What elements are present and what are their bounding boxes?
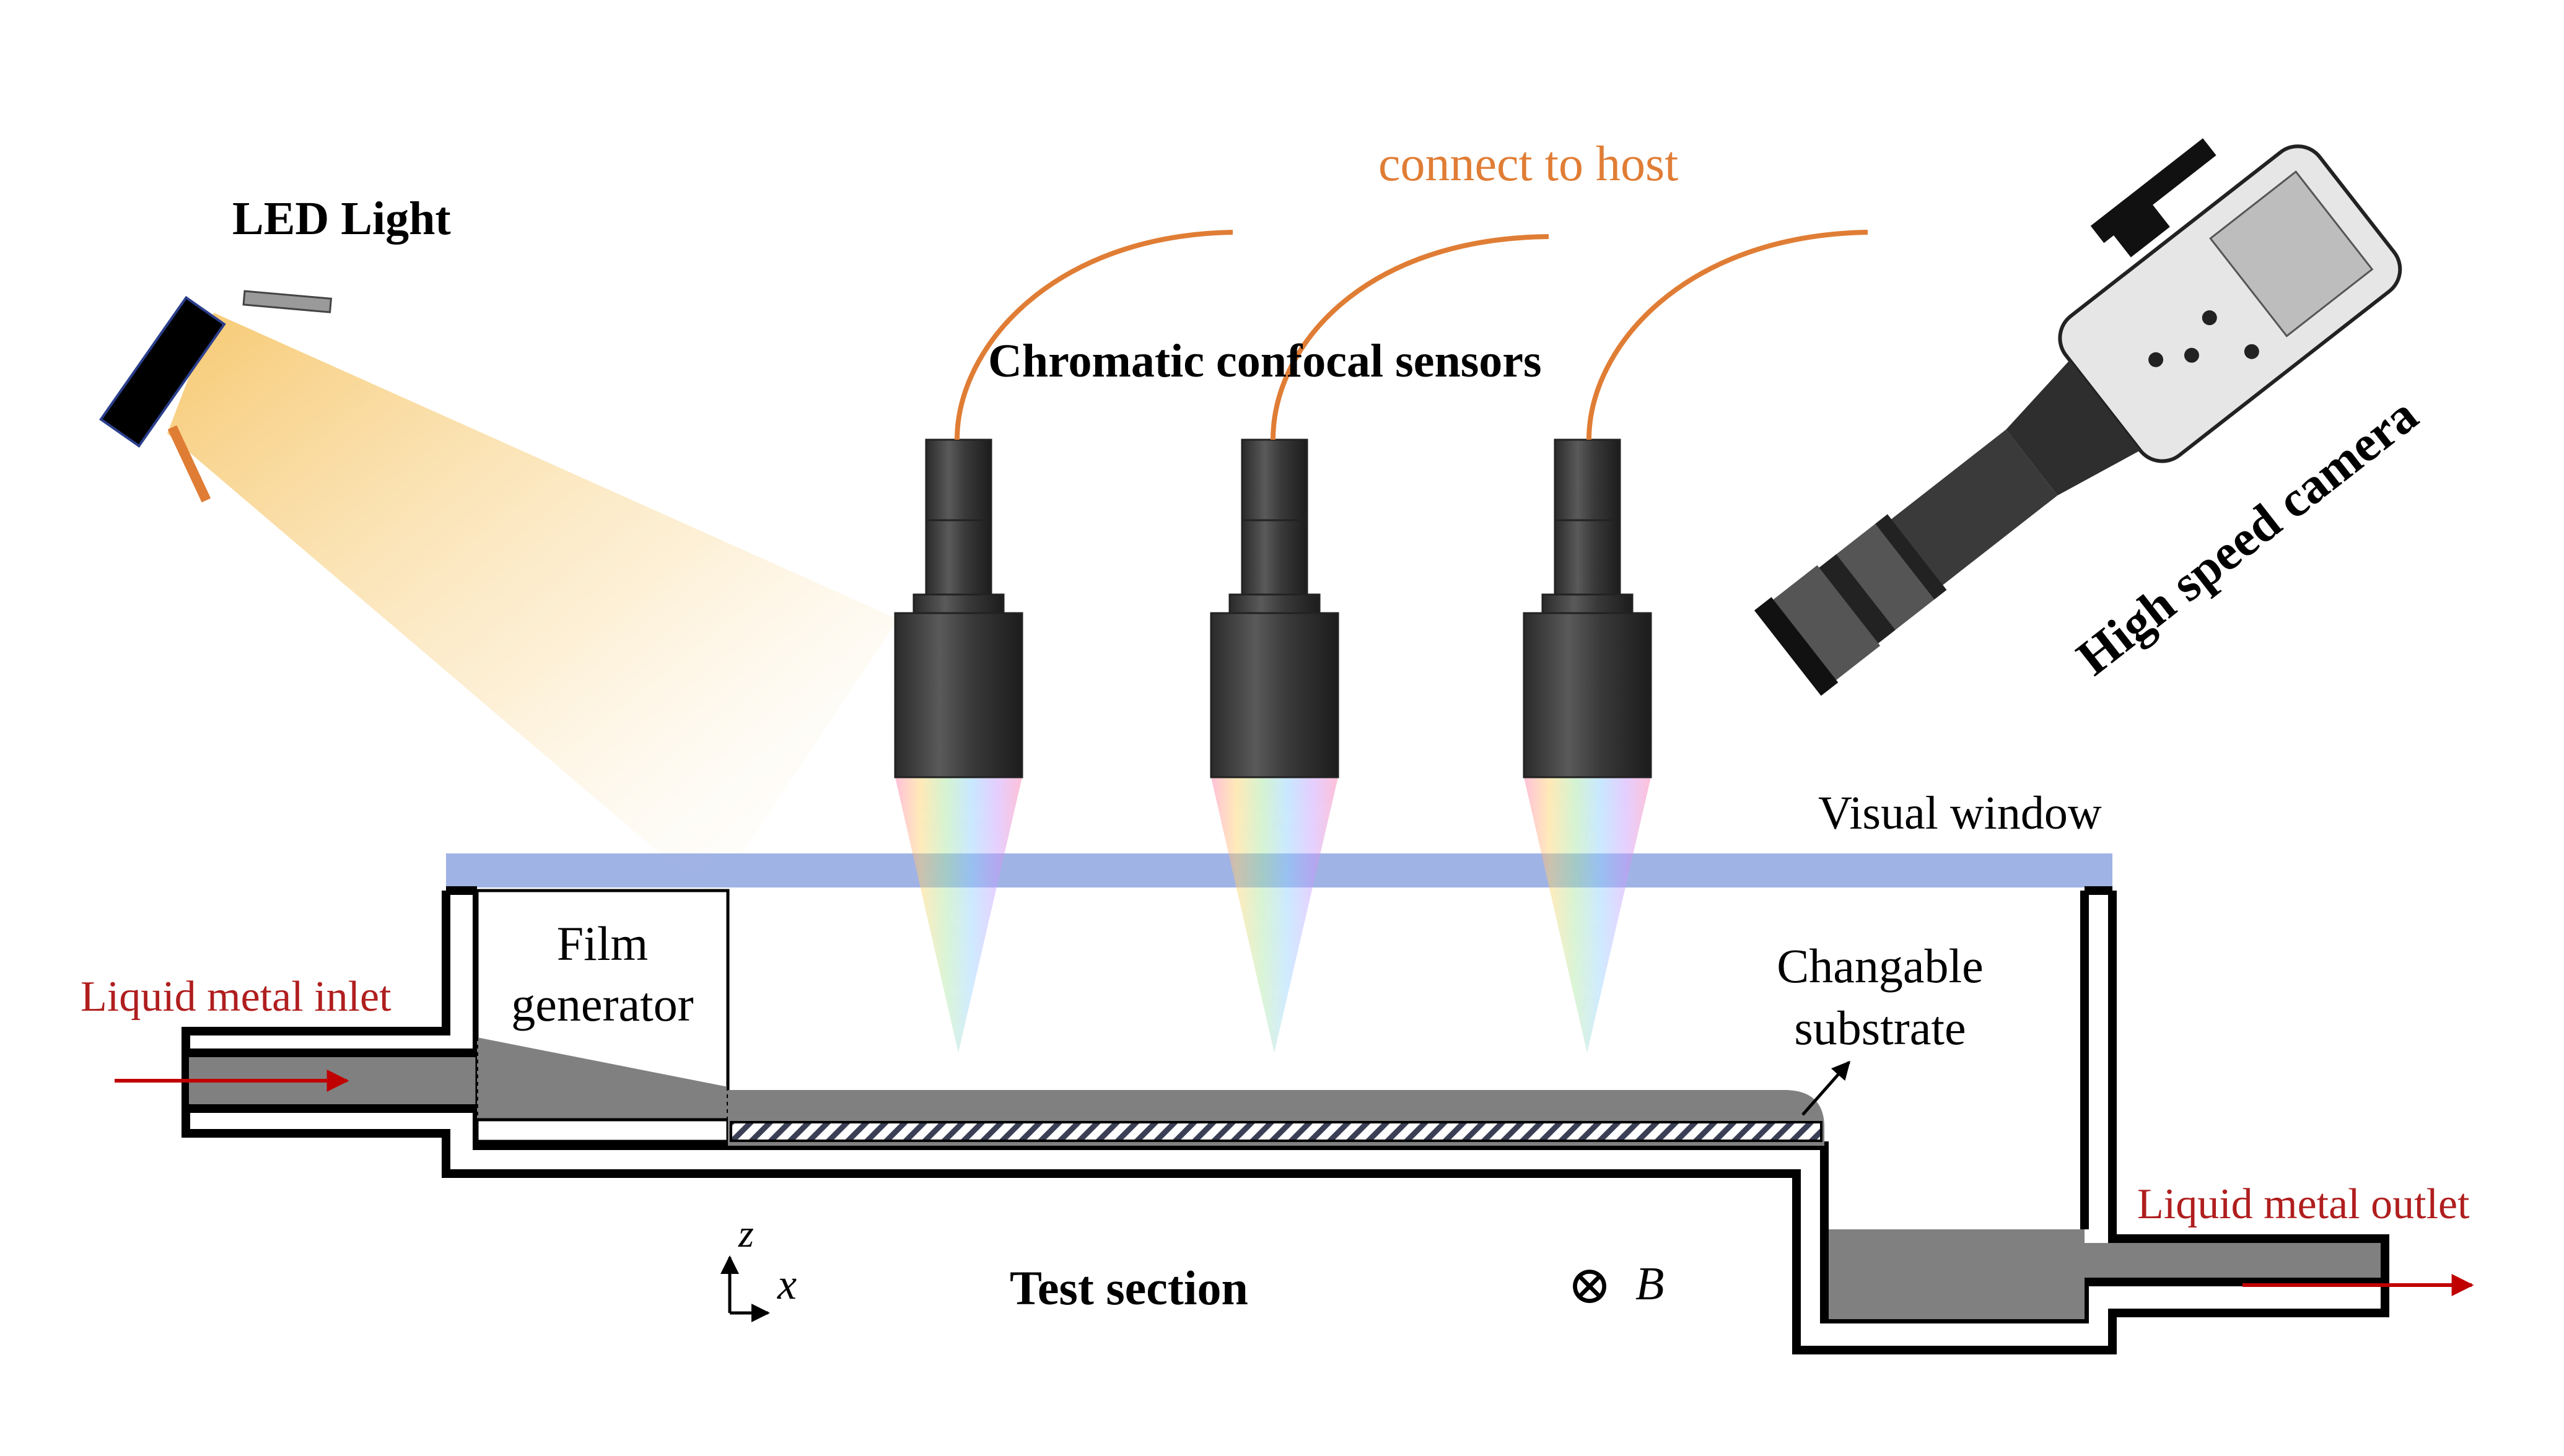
led-light-icon bbox=[99, 290, 333, 503]
changable-substrate bbox=[730, 1121, 1822, 1142]
changable-substrate-label: Changable substrate bbox=[1747, 935, 2013, 1059]
liquid-metal-outlet-label: Liquid metal outlet bbox=[2137, 1180, 2470, 1228]
led-light-label: LED Light bbox=[232, 193, 451, 245]
axis-z-label: z bbox=[738, 1211, 754, 1255]
chromatic-sensor-2 bbox=[1210, 438, 1339, 1053]
liquid-metal-inlet-label: Liquid metal inlet bbox=[81, 973, 392, 1021]
test-section-label: Test section bbox=[1010, 1261, 1248, 1315]
film-generator-label: Film generator bbox=[477, 913, 728, 1035]
film-generator-wedge bbox=[477, 1037, 728, 1120]
visual-window-label: Visual window bbox=[1818, 787, 2102, 839]
magnetic-field-symbol: ⊗ bbox=[1567, 1255, 1612, 1315]
high-speed-camera-icon bbox=[1754, 138, 2402, 696]
led-light-beam bbox=[167, 313, 898, 898]
connect-to-host-label: connect to host bbox=[1378, 137, 1679, 191]
chromatic-sensor-1 bbox=[894, 438, 1023, 1053]
coordinate-axes bbox=[720, 1255, 770, 1322]
chromatic-sensors-label: Chromatic confocal sensors bbox=[988, 335, 1542, 387]
film-generator-label-line2: generator bbox=[511, 977, 694, 1031]
outlet-reservoir-liquid bbox=[1829, 1229, 2085, 1319]
changable-substrate-label-line1: Changable bbox=[1777, 939, 1984, 993]
outlet-pipe-liquid bbox=[2085, 1243, 2381, 1278]
magnetic-field-label: B bbox=[1635, 1258, 1665, 1310]
changable-substrate-label-line2: substrate bbox=[1794, 1001, 1966, 1055]
axis-x-label: x bbox=[777, 1261, 797, 1309]
chromatic-sensor-3 bbox=[1523, 438, 1652, 1053]
film-generator-label-line1: Film bbox=[556, 917, 649, 970]
substrate-pointer-arrow bbox=[1801, 1060, 1850, 1116]
sensor-cables bbox=[955, 230, 1868, 440]
